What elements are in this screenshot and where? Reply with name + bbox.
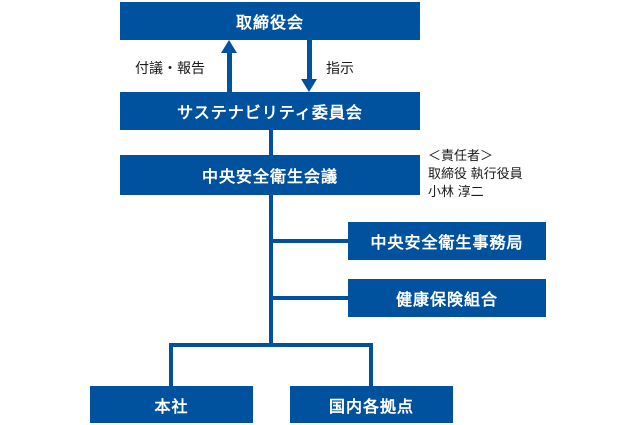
arrow-down-icon (301, 79, 317, 92)
responsible-person-annotation: ＜責任者＞ 取締役 執行役員 小林 淳二 (428, 147, 523, 201)
annotation-line-2: 取締役 執行役員 (428, 166, 523, 181)
node-health-insurance-association: 健康保険組合 (348, 279, 546, 317)
connector-bottom-bar (169, 343, 373, 347)
node-central-safety-health-council: 中央安全衛生会議 (120, 155, 420, 195)
node-head-office: 本社 (90, 386, 253, 423)
arrow-up-icon (221, 40, 237, 53)
flow-label-up: 付議・報告 (135, 60, 205, 76)
connector-branch-health-insurance (271, 296, 348, 300)
flow-label-down: 指示 (326, 60, 354, 76)
node-domestic-sites: 国内各拠点 (290, 386, 453, 423)
connector-drop-domestic-sites (369, 343, 373, 387)
connector-drop-head-office (169, 343, 173, 387)
node-sustainability-committee: サステナビリティ委員会 (120, 92, 420, 130)
arrow-down-shaft (307, 40, 312, 81)
arrow-up-shaft (227, 51, 232, 92)
node-central-safety-health-secretariat: 中央安全衛生事務局 (348, 222, 546, 260)
connector-main-trunk (269, 195, 273, 347)
annotation-line-1: ＜責任者＞ (428, 148, 494, 163)
annotation-line-3: 小林 淳二 (428, 184, 484, 199)
node-board-of-directors: 取締役会 (120, 2, 420, 40)
connector-committee-council (269, 130, 273, 155)
connector-branch-secretariat (271, 239, 348, 243)
